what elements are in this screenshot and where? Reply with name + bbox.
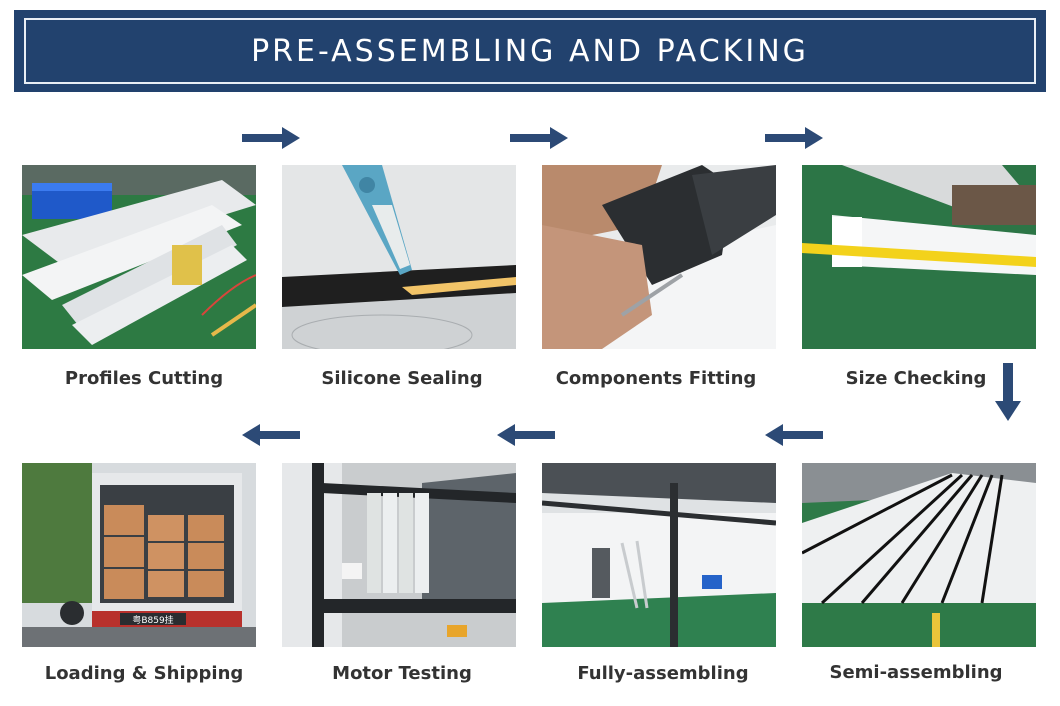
step-label-loading-shipping: Loading & Shipping (44, 663, 244, 684)
photo-loading-shipping: 粤B859挂 (22, 463, 256, 647)
photo-profiles-cutting (22, 165, 256, 349)
photo-motor-testing (282, 463, 516, 647)
truck-plate-text: 粤B859挂 (132, 614, 173, 626)
photo-fully-assembling (542, 463, 776, 647)
title-banner-frame: PRE-ASSEMBLING AND PACKING (24, 18, 1036, 84)
step-label-components-fitting: Components Fitting (555, 368, 757, 389)
step-label-fully-assembling: Fully-assembling (577, 663, 749, 684)
photo-silicone-sealing (282, 165, 516, 349)
arrow-left-icon (242, 424, 300, 446)
page-title: PRE-ASSEMBLING AND PACKING (251, 33, 809, 69)
arrow-left-icon (765, 424, 823, 446)
arrow-left-icon (497, 424, 555, 446)
arrow-right-icon (765, 127, 823, 149)
step-label-size-checking: Size Checking (845, 368, 987, 389)
arrow-down-icon (995, 363, 1021, 421)
step-label-motor-testing: Motor Testing (332, 663, 472, 684)
photo-components-fitting (542, 165, 776, 349)
arrow-right-icon (510, 127, 568, 149)
step-label-semi-assembling: Semi-assembling (829, 662, 1003, 683)
photo-size-checking (802, 165, 1036, 349)
photo-semi-assembling (802, 463, 1036, 647)
step-label-silicone-sealing: Silicone Sealing (321, 368, 483, 389)
arrow-right-icon (242, 127, 300, 149)
title-banner: PRE-ASSEMBLING AND PACKING (14, 10, 1046, 92)
step-label-profiles-cutting: Profiles Cutting (64, 368, 224, 389)
